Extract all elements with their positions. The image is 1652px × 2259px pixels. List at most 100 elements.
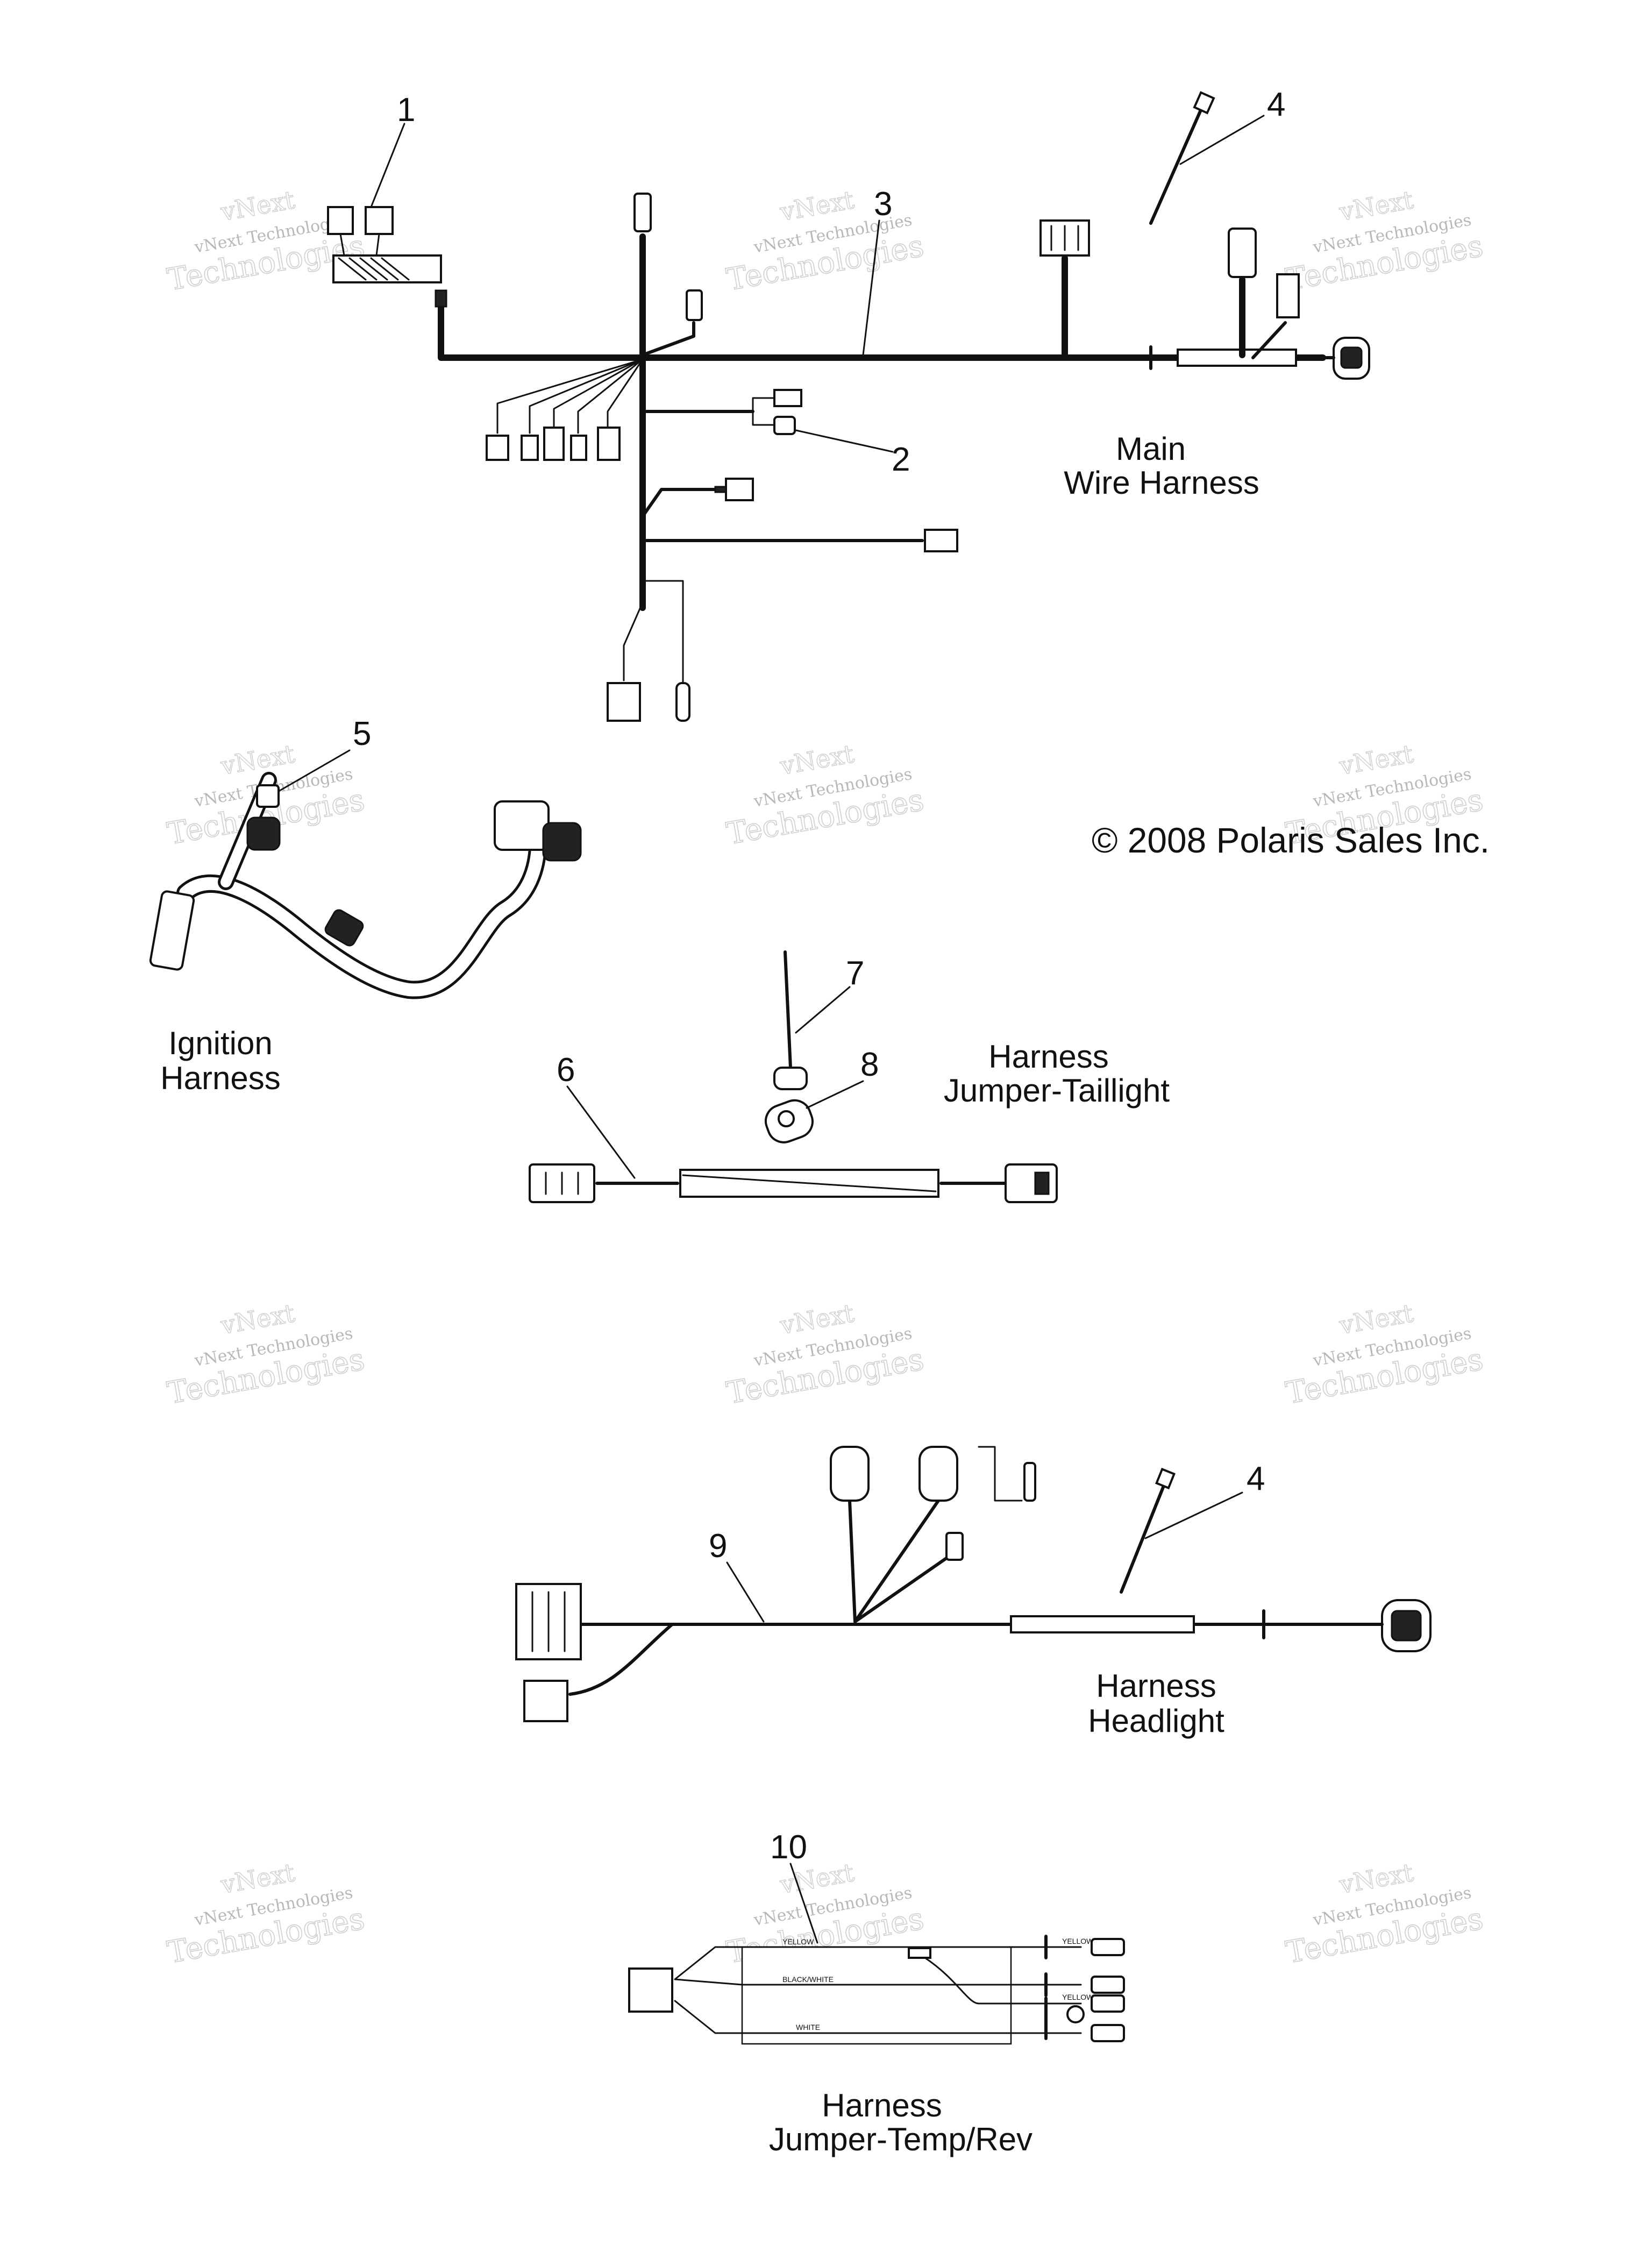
branch-wire	[978, 1446, 1023, 1502]
watermark: vNext vNext Technologies Technologies	[724, 1298, 927, 1411]
fan-connector	[543, 427, 565, 461]
taillight-jumper-harness	[529, 950, 1058, 1203]
fuse-block-body	[332, 254, 442, 283]
caption-main-line1: Main	[1116, 431, 1186, 467]
leader-line	[862, 219, 880, 356]
caption-headlight-line2: Headlight	[1088, 1703, 1224, 1739]
conduit-sleeve	[1177, 349, 1297, 367]
bullet-terminal	[1091, 1938, 1125, 1956]
leader-line	[1179, 115, 1265, 165]
headlight-sleeve	[1010, 1615, 1195, 1633]
ignition-clip	[256, 784, 280, 808]
branch-wire	[848, 1499, 953, 1623]
cable-clip-hole	[778, 1110, 795, 1127]
wire-label-yellow: YELLOW	[782, 1937, 814, 1946]
main-wire-harness	[327, 91, 1370, 722]
wire-label-black-white: BLACK/WHITE	[782, 1975, 834, 1984]
headlight-harness	[515, 1446, 1432, 1722]
fan-wires	[496, 358, 644, 434]
fuse-block-plug	[435, 289, 447, 308]
grid-lines	[1050, 225, 1079, 251]
caption-temprev-line1: Harness	[822, 2087, 942, 2123]
watermark-word: vNext	[1337, 1298, 1416, 1340]
fan-connector	[521, 435, 539, 461]
watermark: vNext vNext Technologies Technologies	[1283, 184, 1486, 298]
relay-connector	[327, 206, 354, 235]
watermark: vNext vNext Technologies Technologies	[724, 738, 927, 852]
temp-rev-connector	[628, 1967, 673, 2013]
relay-leads	[339, 233, 380, 257]
watermark-word: vNext	[1337, 185, 1416, 226]
headlight-bulb-connector	[918, 1446, 958, 1502]
leader-line	[566, 1085, 636, 1179]
upper-connector	[1228, 228, 1257, 278]
bullet-terminal	[1091, 1994, 1125, 2013]
long-branch-connector	[924, 529, 958, 552]
callout-2: 2	[892, 441, 910, 478]
callout-8: 8	[860, 1046, 879, 1083]
watermark-word: vNext	[778, 739, 857, 780]
fuse-block	[327, 206, 447, 308]
top-connector	[633, 193, 652, 232]
fuse-block-hatch	[338, 257, 410, 281]
ignition-switch-face	[542, 822, 582, 862]
callout-4-headlight: 4	[1247, 1460, 1265, 1497]
callout-numbers: 1 3 4 2 5 7 8 6 9 4 10	[353, 86, 1285, 1866]
temp-rev-jumper-harness: YELLOW BLACK/WHITE WHITE YELLOW YELLOW	[628, 1935, 1125, 2045]
leader-line	[726, 1561, 765, 1623]
watermark-word: vNext	[1337, 1858, 1416, 1899]
watermark: vNext vNext Technologies Technologies	[165, 1298, 368, 1411]
caption-temprev-line2: Jumper-Temp/Rev	[769, 2121, 1032, 2157]
branch-wire	[641, 321, 695, 357]
bottom-terminal	[675, 682, 690, 722]
caption-ignition-line1: Ignition	[168, 1025, 272, 1061]
leader-line	[1144, 1491, 1243, 1539]
watermark-word: vNext	[218, 1858, 297, 1899]
leader-lines	[279, 115, 1265, 1944]
headlight-connector-face	[1391, 1610, 1422, 1642]
fan-connector	[597, 427, 621, 461]
push-rivet-head	[773, 1067, 808, 1090]
mid-connector	[725, 478, 754, 501]
cable-tie-head	[1193, 91, 1215, 115]
leader-line	[795, 986, 851, 1034]
callout-3: 3	[874, 186, 892, 223]
fan-connector	[570, 435, 587, 461]
callout-10: 10	[770, 1829, 807, 1866]
cable-tie-head	[1155, 1467, 1176, 1490]
callout-1: 1	[397, 91, 415, 129]
ignition-cable-core	[179, 838, 544, 997]
cable-tie	[1149, 106, 1204, 225]
copyright-notice: © 2008 Polaris Sales Inc.	[1092, 820, 1490, 860]
sleeve-line	[682, 1174, 937, 1192]
callout-6: 6	[557, 1052, 575, 1089]
caption-main-line2: Wire Harness	[1064, 465, 1259, 501]
watermark-word: vNext	[218, 739, 297, 780]
branch-wire	[641, 488, 717, 518]
connector-pins	[531, 1591, 566, 1652]
watermark-word: vNext	[218, 1298, 297, 1340]
ignition-connector-plug	[246, 816, 281, 851]
branch-wire	[1251, 321, 1287, 359]
watermark: vNext vNext Technologies Technologies	[724, 184, 927, 298]
ignition-inline-connector	[324, 909, 364, 947]
watermark: vNext vNext Technologies Technologies	[165, 1857, 368, 1971]
captions: Main Wire Harness Ignition Harness Harne…	[160, 431, 1490, 2157]
small-connector	[686, 289, 703, 321]
branch-wire	[623, 580, 684, 684]
push-rivet-shank	[784, 950, 792, 1069]
callout-4: 4	[1267, 86, 1285, 123]
watermark: vNext vNext Technologies Technologies	[1283, 1298, 1486, 1411]
callout-7: 7	[846, 955, 864, 992]
wire-label-yellow: YELLOW	[1062, 1937, 1094, 1945]
ignition-connector	[149, 890, 195, 971]
jumper-outline-box	[741, 1946, 1012, 2045]
mid-connector-lead	[714, 486, 727, 493]
jumper-wire	[674, 1946, 1082, 2034]
headlight-bulb-connector	[830, 1446, 870, 1502]
fan-connector	[486, 435, 509, 461]
wire-label-yellow: YELLOW	[1062, 1993, 1094, 2001]
watermark: vNext vNext Technologies Technologies	[1283, 1857, 1486, 1971]
relay-connector	[365, 206, 394, 235]
temp-rev-inline-connector	[908, 1947, 931, 1959]
